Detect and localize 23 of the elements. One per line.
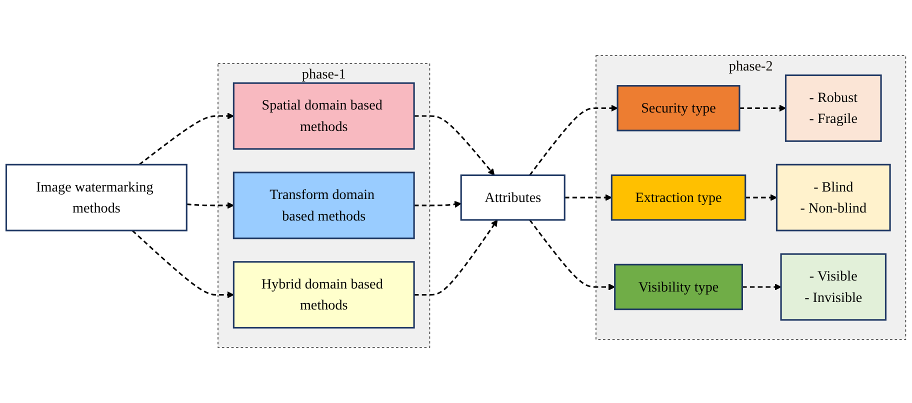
node-box: - Robust - Fragile (784, 74, 882, 142)
arrow (564, 194, 612, 202)
arrow (529, 219, 616, 290)
arrow (138, 112, 234, 166)
arrow (745, 194, 778, 202)
node-box: - Blind - Non-blind (776, 164, 891, 232)
node-box: Security type (616, 85, 740, 132)
arrow (132, 230, 234, 298)
node-box: Spatial domain based methods (232, 82, 415, 150)
arrow (739, 104, 786, 112)
node-box: Extraction type (610, 174, 746, 221)
arrow (414, 200, 462, 208)
node-box: Image watermarking methods (6, 164, 188, 232)
node-box: Transform domain based methods (232, 172, 415, 240)
arrow (742, 284, 782, 290)
arrow (186, 202, 234, 209)
arrow (529, 104, 618, 176)
node-box: Attributes (460, 174, 566, 221)
node-box: Visibility type (614, 264, 743, 310)
node-box: - Visible - Invisible (780, 253, 887, 321)
node-box: Hybrid domain based methods (232, 261, 415, 329)
arrow (414, 115, 495, 176)
arrow (414, 220, 498, 296)
